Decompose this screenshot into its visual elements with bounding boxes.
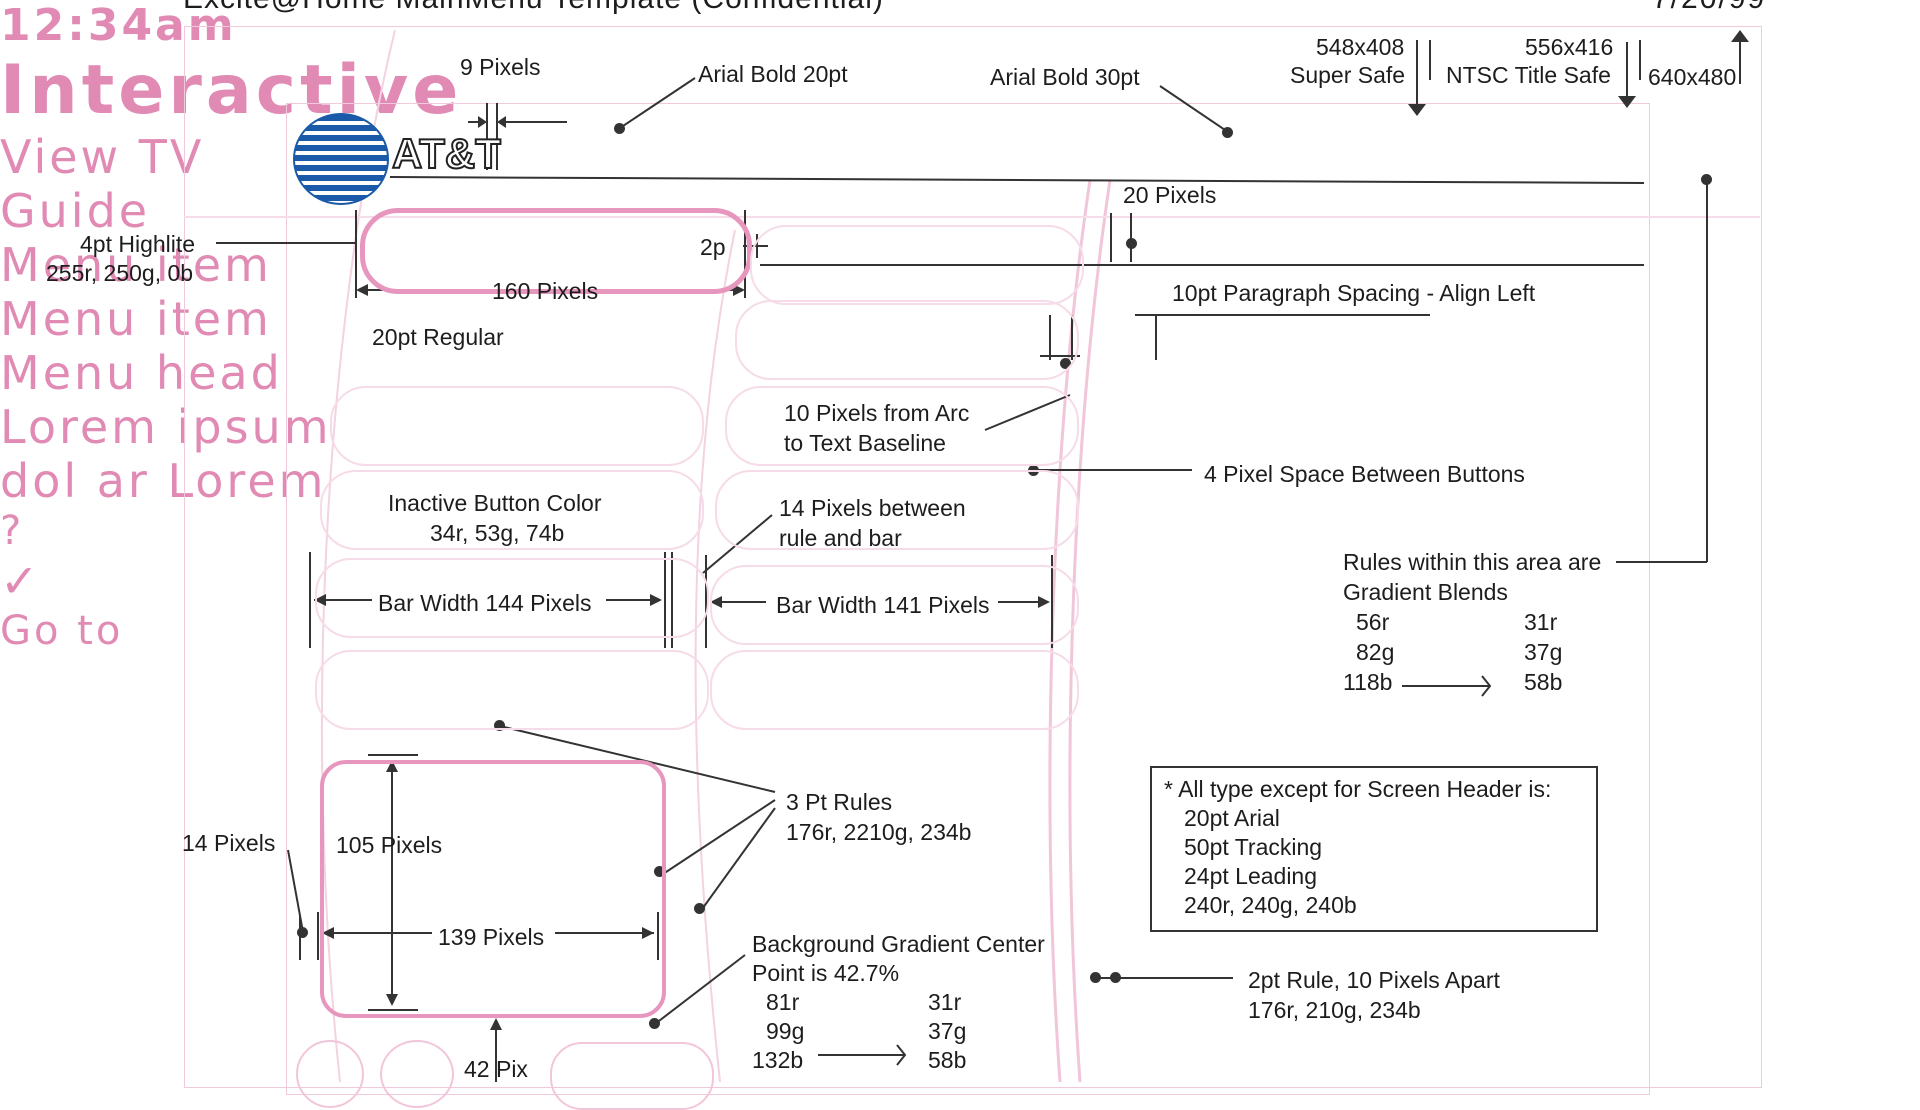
sample-button-box [320, 760, 666, 1018]
menu-item-1-label[interactable]: Menu item [0, 238, 272, 292]
two-p-note: 2p [700, 234, 726, 260]
full-screen-size: 640x480 [1648, 64, 1737, 90]
height-105-note: 105 Pixels [336, 832, 443, 858]
leader-dot [1090, 972, 1101, 983]
arc-baseline-note-1: 10 Pixels from Arc [784, 400, 970, 426]
menu-button-slot[interactable] [320, 470, 704, 550]
two-pt-rule-color-note: 176r, 210g, 234b [1248, 997, 1421, 1023]
goto-button-label: Go to [0, 608, 124, 654]
bg-gradient-start-b: 132b [752, 1047, 804, 1073]
type-spec-box: * All type except for Screen Header is: … [1150, 766, 1598, 932]
leader-dot [297, 927, 308, 938]
menu-button-slot[interactable] [710, 650, 1079, 730]
menu-head-label: Menu head [0, 346, 283, 400]
menu-button-slot[interactable] [330, 386, 704, 466]
leader-dot [1110, 972, 1121, 983]
view-tv-button[interactable] [360, 208, 752, 294]
super-safe-size: 548x408 [1316, 34, 1405, 60]
rule-bar-note-2: rule and bar [779, 525, 902, 551]
twenty-pixels-note: 20 Pixels [1123, 182, 1217, 208]
att-globe-logo [293, 113, 389, 205]
three-pt-rules-note: 3 Pt Rules [786, 789, 893, 815]
leader-dot [1126, 238, 1137, 249]
bar-width-144-note: Bar Width 144 Pixels [378, 590, 592, 616]
width-139-note: 139 Pixels [438, 924, 545, 950]
two-pt-rule-note: 2pt Rule, 10 Pixels Apart [1248, 967, 1500, 993]
super-safe-label: Super Safe [1290, 62, 1406, 88]
type-spec-line-1: * All type except for Screen Header is: [1164, 776, 1552, 802]
gradient-end-g: 37g [1524, 639, 1563, 665]
leader-dot [494, 720, 505, 731]
type-spec-line-4: 24pt Leading [1184, 863, 1318, 889]
lorem-line-2: dol ar Lorem [0, 454, 327, 508]
bg-gradient-end-r: 31r [928, 989, 962, 1015]
help-button[interactable] [296, 1040, 364, 1108]
type-spec-line-3: 50pt Tracking [1184, 834, 1323, 860]
inactive-color-note-2: 34r, 53g, 74b [430, 520, 565, 546]
ntsc-label: NTSC Title Safe [1446, 62, 1611, 88]
menu-button-slot[interactable] [315, 558, 709, 638]
gradient-start-b: 118b [1343, 669, 1393, 695]
help-button-label: ? [0, 508, 25, 554]
one-sixty-pixels-note: 160 Pixels [492, 278, 599, 304]
three-pt-color-note: 176r, 2210g, 234b [786, 819, 972, 845]
bg-gradient-note-2: Point is 42.7% [752, 960, 900, 986]
menu-button-slot[interactable] [315, 650, 709, 730]
bg-gradient-end-g: 37g [928, 1018, 967, 1044]
leader-dot [614, 123, 625, 134]
bg-gradient-end-b: 58b [928, 1047, 967, 1073]
menu-button-slot[interactable] [710, 565, 1079, 645]
rule-bar-note-1: 14 Pixels between [779, 495, 966, 521]
bg-gradient-start-g: 99g [766, 1018, 805, 1044]
inactive-color-note-1: Inactive Button Color [388, 490, 602, 516]
gradient-rules-note-1: Rules within this area are [1343, 549, 1602, 575]
arc-baseline-note-2: to Text Baseline [784, 430, 946, 456]
menu-button-slot[interactable] [715, 470, 1079, 550]
guide-label: Guide [0, 184, 151, 238]
button-space-note: 4 Pixel Space Between Buttons [1204, 461, 1525, 487]
clock-time: 12:34am [0, 0, 237, 51]
document-date: 7/20/99 [1652, 0, 1766, 14]
guide-lines-layer [184, 29, 1760, 1082]
document-title: Excite@Home MainMenu Template (Confident… [183, 0, 884, 14]
type-spec-line-2: 20pt Arial [1184, 805, 1280, 831]
leader-dot [694, 903, 705, 914]
leader-dot [654, 866, 665, 877]
highlite-color-note: 255r, 250g, 0b [46, 260, 194, 286]
menu-button-slot[interactable] [750, 225, 1084, 305]
paragraph-spacing-note: 10pt Paragraph Spacing - Align Left [1172, 280, 1536, 306]
fourteen-pixels-note: 14 Pixels [182, 830, 276, 856]
gradient-start-r: 56r [1356, 609, 1390, 635]
gradient-end-r: 31r [1524, 609, 1558, 635]
menu-button-slot[interactable] [725, 386, 1079, 466]
gradient-rules-note-2: Gradient Blends [1343, 579, 1508, 605]
ntsc-size: 556x416 [1525, 34, 1614, 60]
nine-pixels-note: 9 Pixels [460, 54, 541, 80]
arial-bold-20-note: Arial Bold 20pt [698, 61, 848, 87]
leader-dot [1222, 127, 1233, 138]
leader-dot [1701, 174, 1712, 185]
bg-gradient-note-1: Background Gradient Center [752, 931, 1045, 957]
bg-gradient-start-r: 81r [766, 989, 800, 1015]
twenty-regular-note: 20pt Regular [372, 324, 504, 350]
highlite-note: 4pt Highlite [80, 231, 196, 257]
lorem-line-1: Lorem ipsum [0, 400, 332, 454]
att-logo-text: AT&T [391, 129, 502, 178]
bar-width-141-note: Bar Width 141 Pixels [776, 592, 990, 618]
goto-button[interactable] [550, 1042, 714, 1110]
gradient-start-g: 82g [1356, 639, 1395, 665]
check-button[interactable] [380, 1040, 454, 1108]
forty-two-pixels-note: 42 Pix [464, 1056, 528, 1082]
check-button-label: ✓ [0, 554, 42, 608]
view-tv-label: View TV [0, 130, 205, 184]
arial-bold-30-note: Arial Bold 30pt [990, 64, 1140, 90]
menu-item-2-label[interactable]: Menu item [0, 292, 272, 346]
menu-button-slot[interactable] [735, 300, 1079, 380]
leader-dot [649, 1018, 660, 1029]
gradient-end-b: 58b [1524, 669, 1563, 695]
type-spec-line-5: 240r, 240g, 240b [1184, 892, 1357, 918]
